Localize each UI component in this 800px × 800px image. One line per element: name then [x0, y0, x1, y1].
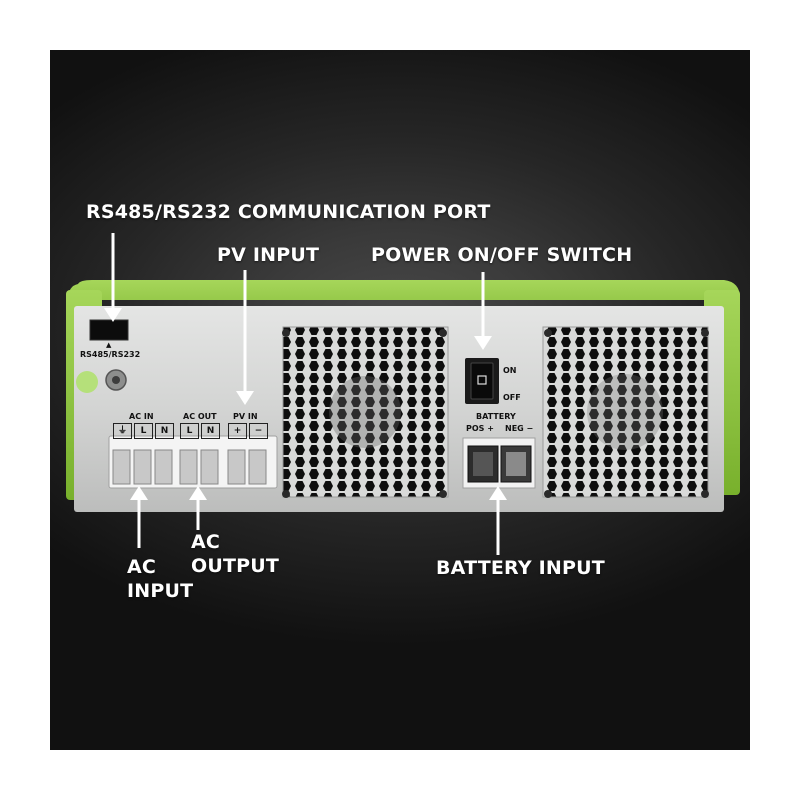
- terminal-n-out-label: N: [201, 423, 220, 439]
- callout-power-switch: POWER ON/OFF SWITCH: [371, 244, 633, 266]
- pv-in-label: PV IN: [233, 412, 258, 421]
- fan-grille-left: [282, 326, 449, 498]
- terminal-pv-plus-label: +: [228, 423, 247, 439]
- terminal-n-in-label: N: [155, 423, 174, 439]
- rs-port-label: RS485/RS232: [80, 350, 141, 359]
- callout-ac-input-line2: INPUT: [127, 580, 194, 602]
- green-housing: [68, 280, 740, 340]
- terminal-l-in-label: L: [134, 423, 153, 439]
- terminal-l-out-label: L: [180, 423, 199, 439]
- battery-neg-label: NEG −: [505, 424, 534, 433]
- terminal-slots: [112, 449, 267, 485]
- rs-port: [89, 319, 129, 341]
- fan-hub-right: [587, 374, 663, 450]
- terminal-pv-minus-label: −: [249, 423, 268, 439]
- switch-off-label: OFF: [503, 393, 521, 402]
- battery-label: BATTERY: [476, 412, 516, 421]
- ac-in-label: AC IN: [129, 412, 154, 421]
- switch-on-label: ON: [503, 366, 517, 375]
- fan-hub-left: [329, 376, 401, 448]
- power-switch: [470, 362, 494, 400]
- callout-pv-input: PV INPUT: [217, 244, 320, 266]
- callout-ac-output-line1: AC: [191, 531, 221, 553]
- port-arrow: ▲: [106, 341, 112, 349]
- callout-battery-input: BATTERY INPUT: [436, 557, 605, 579]
- warning-sticker: [76, 371, 98, 393]
- fan-screws: [282, 329, 709, 498]
- callout-ac-output: AC OUTPUT: [191, 530, 279, 578]
- terminal-ground-label: ⏚: [113, 423, 132, 439]
- callout-ac-output-line2: OUTPUT: [191, 555, 280, 577]
- callout-ac-input-line1: AC: [127, 556, 157, 578]
- callout-ac-input: AC INPUT: [127, 555, 193, 603]
- callout-comm-port: RS485/RS232 COMMUNICATION PORT: [86, 201, 491, 223]
- fan-grille-right: [542, 326, 709, 498]
- ac-out-label: AC OUT: [183, 412, 217, 421]
- callout-arrows: [104, 233, 507, 555]
- battery-pos-label: POS +: [466, 424, 494, 433]
